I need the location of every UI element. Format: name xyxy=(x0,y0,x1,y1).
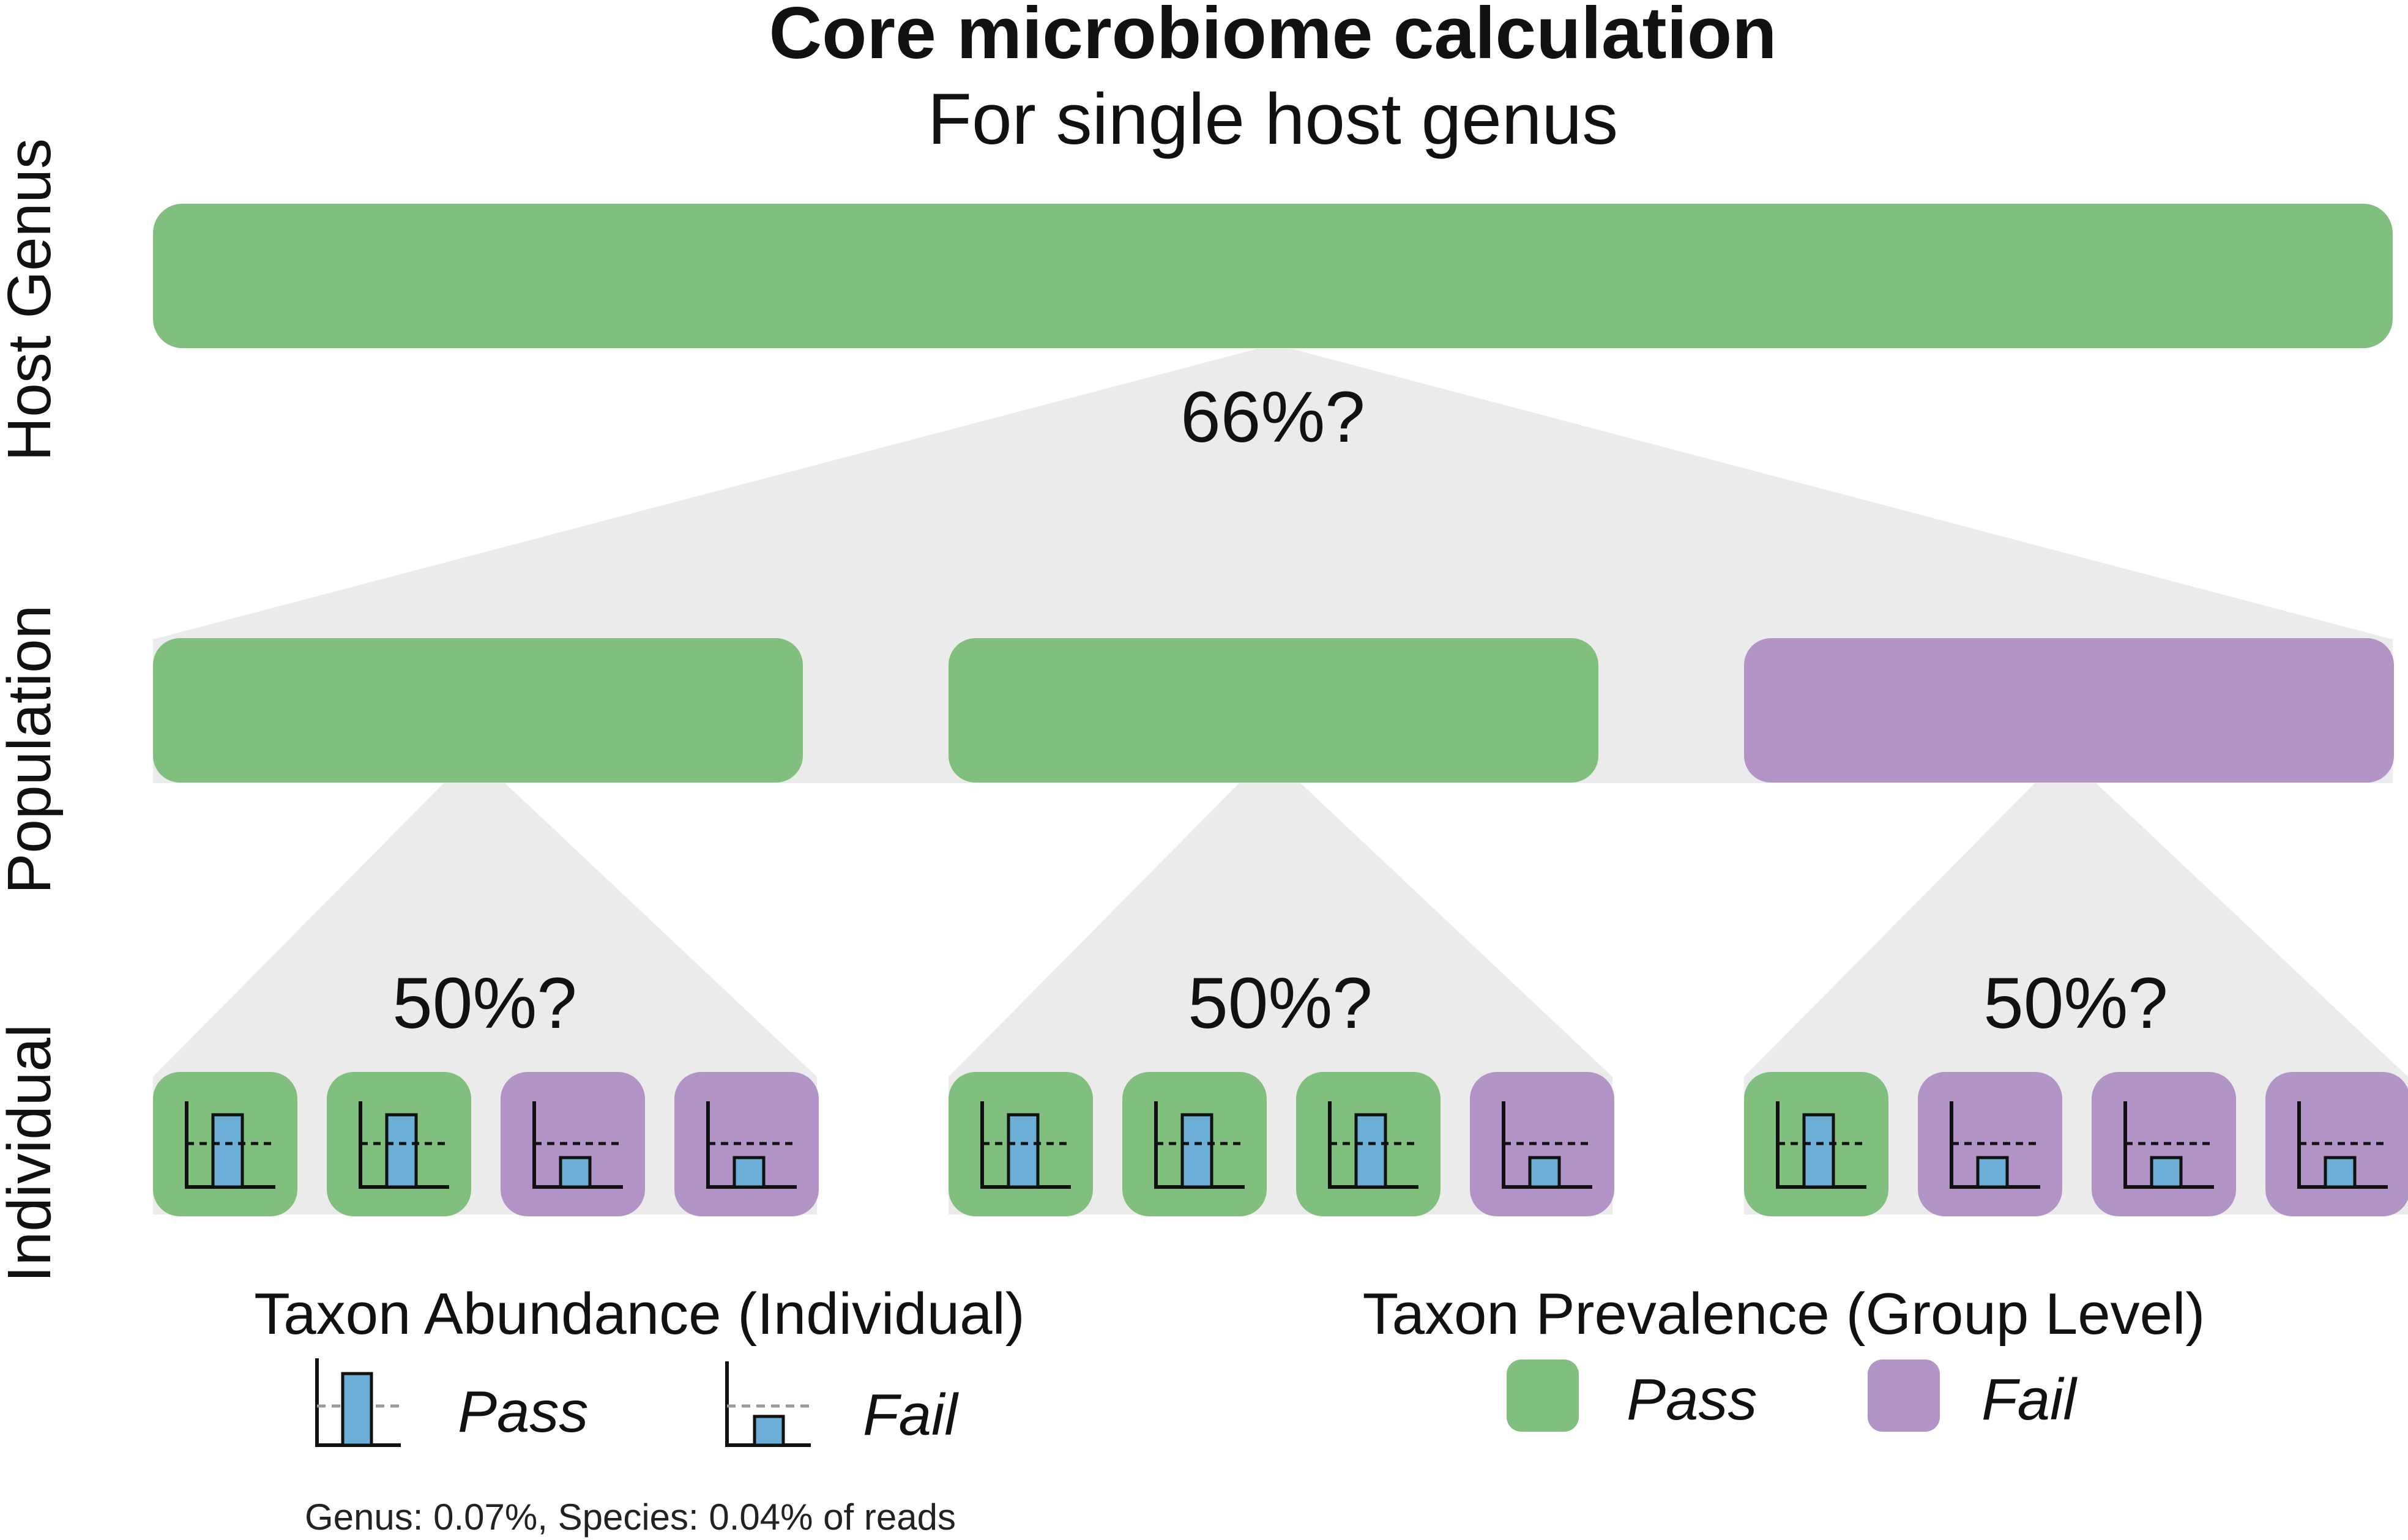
diagram-title: Core microbiome calculation xyxy=(769,0,1776,74)
level-label-population: Population xyxy=(0,605,64,895)
abundance-bar xyxy=(1802,1113,1835,1189)
prevalence-legend-heading: Taxon Prevalence (Group Level) xyxy=(1363,1281,2205,1347)
individual-tile-1-3 xyxy=(501,1072,645,1216)
population-2-threshold-label: 50%? xyxy=(1188,963,1373,1044)
level-label-host-genus: Host Genus xyxy=(0,138,64,461)
abundance-threshold-footnote: Genus: 0.07%, Species: 0.04% of reads xyxy=(305,1497,956,1538)
individual-tile-1-4 xyxy=(674,1072,819,1216)
individual-tile-3-4 xyxy=(2265,1072,2408,1216)
individual-tile-2-4 xyxy=(1470,1072,1614,1216)
prevalence-pass-swatch xyxy=(1507,1360,1579,1432)
abundance-bar xyxy=(211,1113,244,1189)
population-bar-1 xyxy=(153,638,803,783)
prevalence-legend: Taxon Prevalence (Group Level) Pass Fail xyxy=(1363,1281,2205,1432)
population-1-cone xyxy=(153,780,817,1215)
abundance-bar xyxy=(385,1113,418,1189)
host-genus-bar xyxy=(153,204,2393,348)
abundance-bar xyxy=(1354,1113,1387,1189)
abundance-bar xyxy=(2324,1156,2357,1189)
population-2-cone xyxy=(949,780,1612,1215)
individual-tile-2-3 xyxy=(1296,1072,1441,1216)
individual-tile-2-2 xyxy=(1122,1072,1267,1216)
abundance-bar xyxy=(732,1156,766,1189)
prevalence-pass-label: Pass xyxy=(1627,1367,1757,1432)
abundance-bar xyxy=(1528,1156,1561,1189)
population-3-threshold-label: 50%? xyxy=(1983,963,2168,1044)
population-bar-2 xyxy=(949,638,1598,783)
abundance-bar xyxy=(2150,1156,2183,1189)
population-1-threshold-label: 50%? xyxy=(392,963,577,1044)
level-label-individual: Individual xyxy=(0,1024,64,1283)
abundance-bar xyxy=(1007,1113,1040,1189)
abundance-fail-icon xyxy=(725,1361,811,1447)
individual-tiles xyxy=(153,1072,2408,1216)
prevalence-fail-swatch xyxy=(1868,1360,1940,1432)
abundance-pass-label: Pass xyxy=(458,1379,588,1445)
individual-tile-3-2 xyxy=(1918,1072,2062,1216)
individual-tile-3-3 xyxy=(2092,1072,2236,1216)
individual-tile-3-1 xyxy=(1744,1072,1888,1216)
individual-tile-1-2 xyxy=(327,1072,471,1216)
abundance-fail-label: Fail xyxy=(863,1382,959,1448)
abundance-legend: Taxon Abundance (Individual) Pass Fail G… xyxy=(254,1281,1025,1538)
diagram-subtitle: For single host genus xyxy=(928,79,1618,160)
individual-tile-background xyxy=(2265,1072,2408,1216)
population-bar-3 xyxy=(1744,638,2394,783)
abundance-pass-icon xyxy=(315,1358,401,1447)
population-3-cone xyxy=(1744,780,2408,1215)
abundance-legend-heading: Taxon Abundance (Individual) xyxy=(254,1281,1025,1347)
individual-tile-1-1 xyxy=(153,1072,297,1216)
abundance-bar xyxy=(1976,1156,2009,1189)
prevalence-fail-label: Fail xyxy=(1981,1367,2078,1432)
abundance-bar xyxy=(1180,1113,1213,1189)
abundance-bar xyxy=(559,1156,592,1189)
host-threshold-label: 66%? xyxy=(1180,377,1365,458)
individual-tile-2-1 xyxy=(949,1072,1093,1216)
